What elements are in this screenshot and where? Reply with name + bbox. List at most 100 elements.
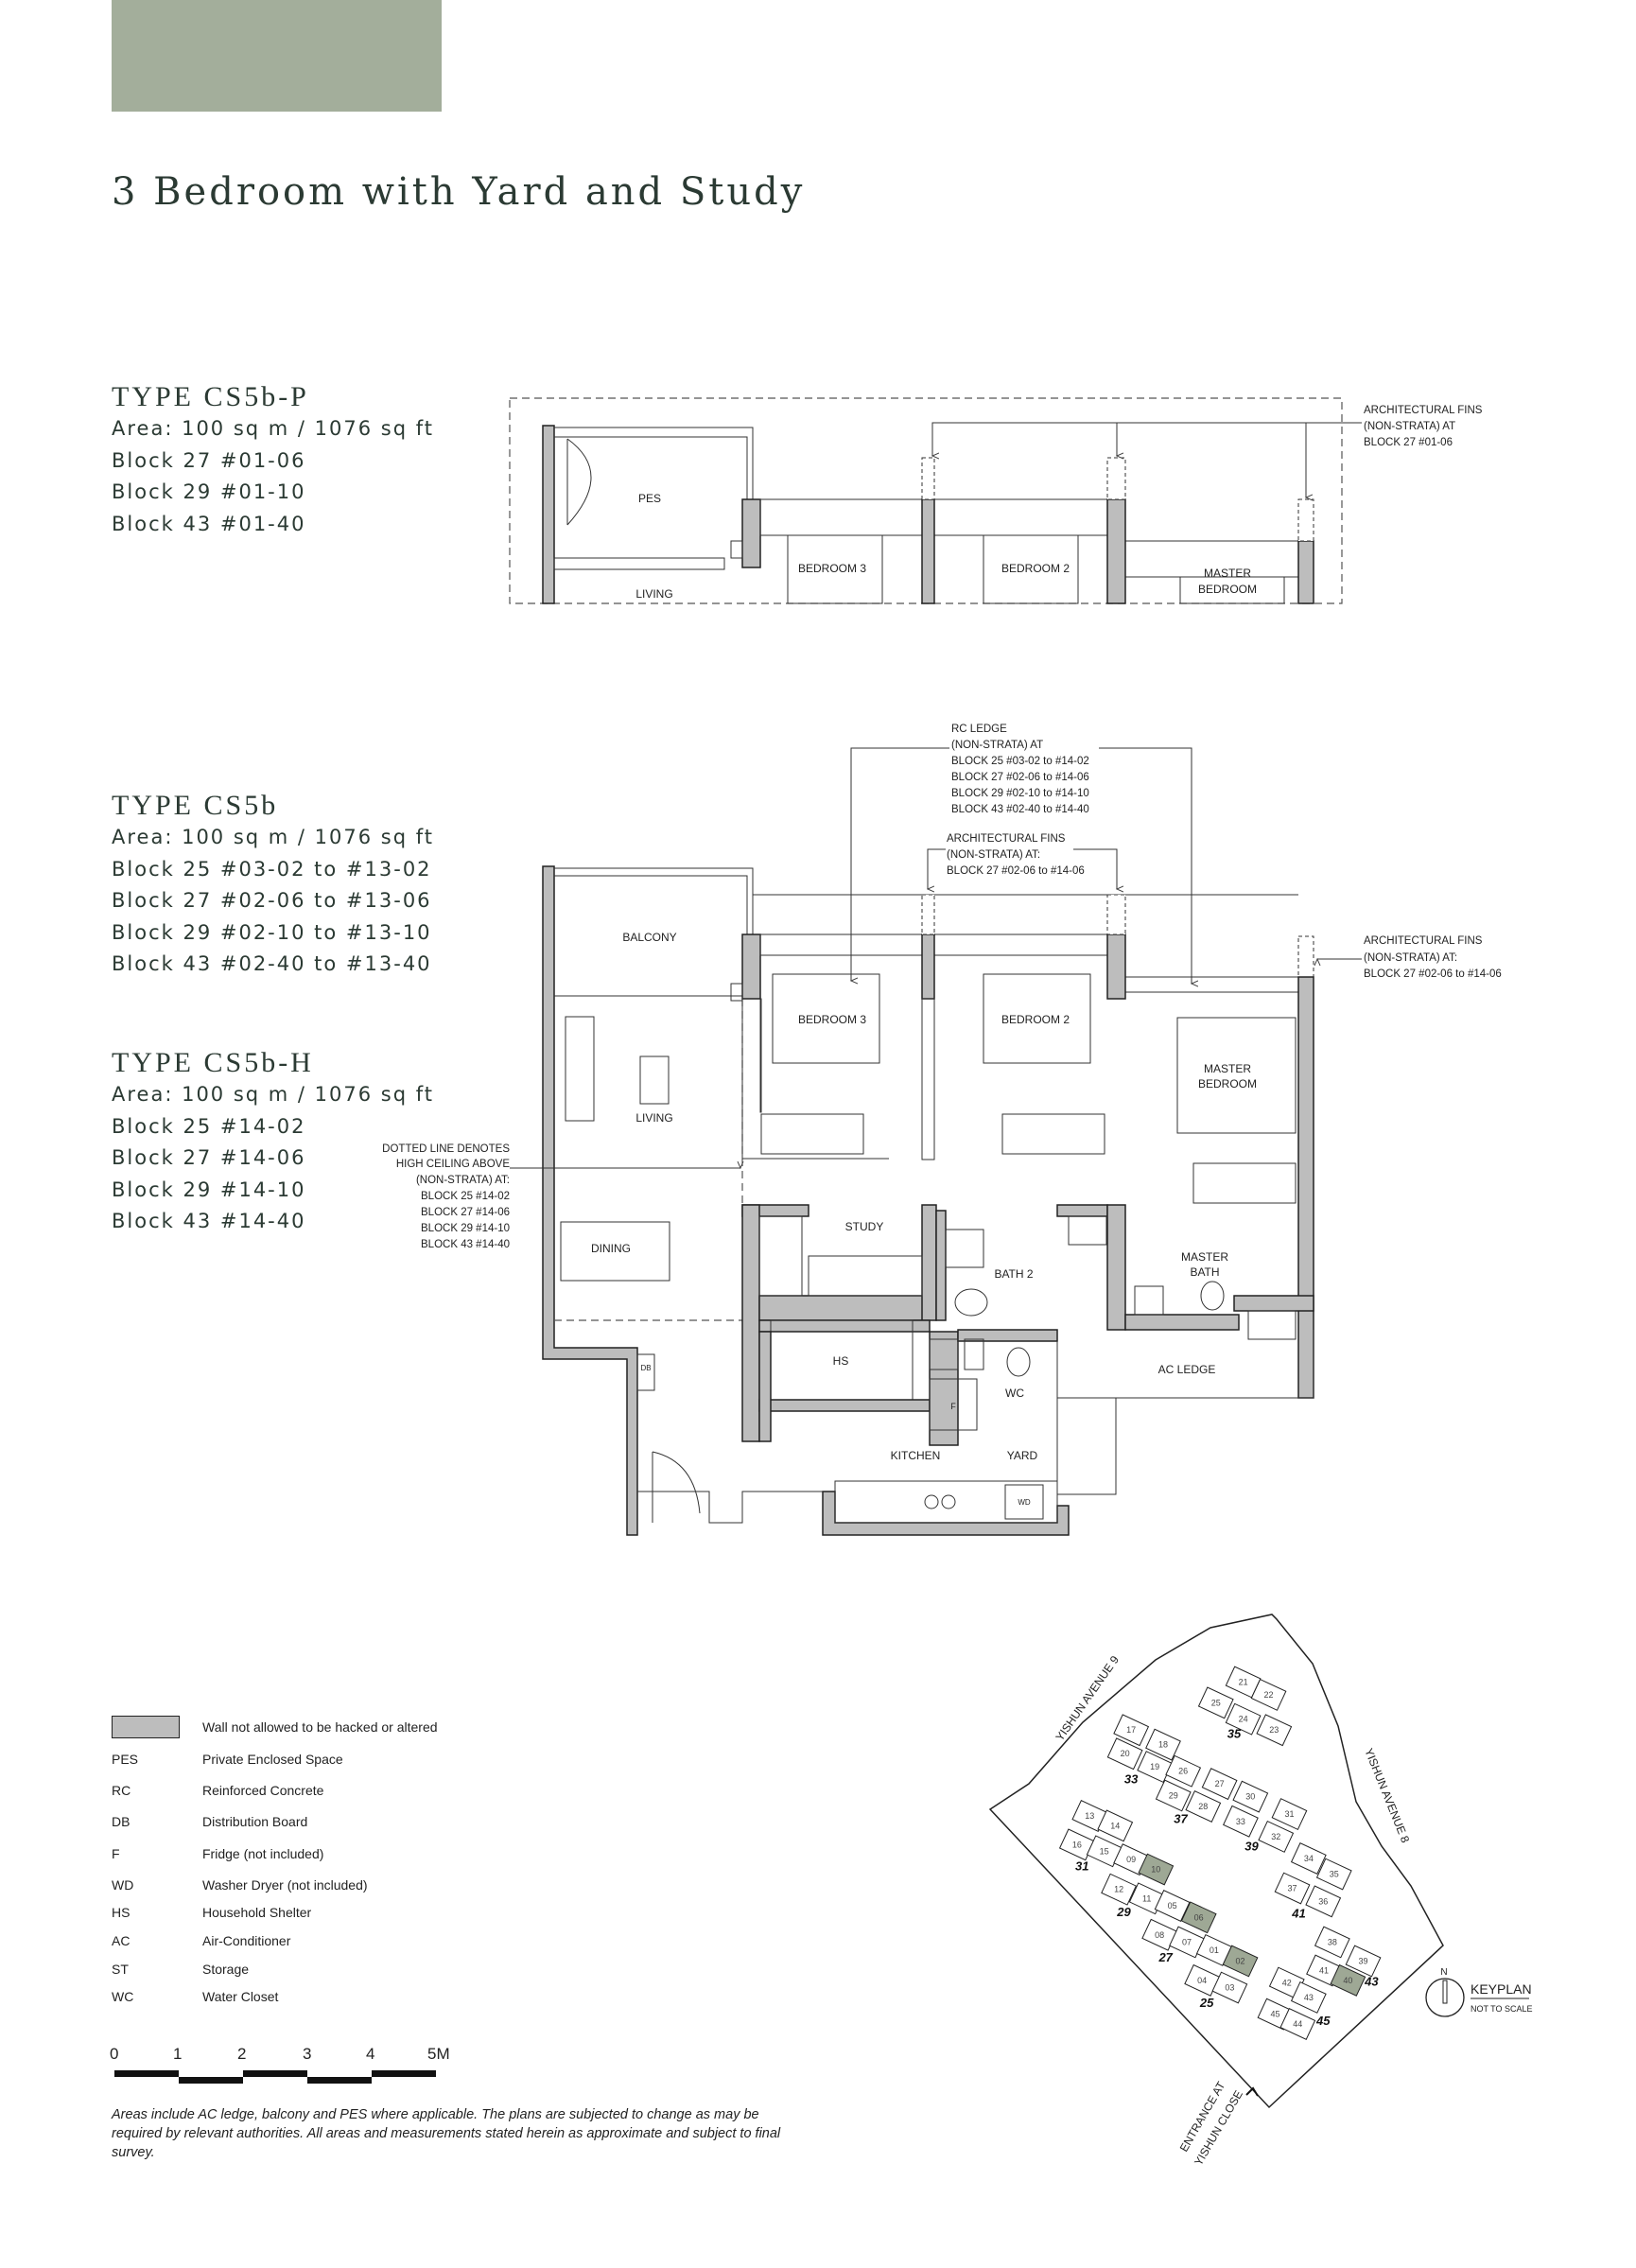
unit-footprint [1290,1980,1327,2014]
wall [929,1331,959,1446]
kitchen-counter [834,1480,1058,1524]
site-boundary [988,1614,1444,2109]
room-label-bath-2: BATH 2 [994,1267,1033,1281]
unit-type-block: Block 29 #14-10 [112,1178,306,1201]
scale-tick-label: 2 [237,2045,247,2063]
wardrobe [1001,1113,1105,1155]
legend-abbr: WC [112,1989,134,2004]
unit-number: 07 [1182,1937,1192,1946]
keyplan-subtitle: NOT TO SCALE [1471,2004,1533,2014]
unit-number: 11 [1142,1893,1151,1903]
unit-footprint [1232,1780,1269,1813]
unit-number: 01 [1210,1945,1219,1955]
note-line: DOTTED LINE DENOTES [382,1143,510,1155]
unit-number: 05 [1168,1901,1177,1910]
unit-type-area: Area: 100 sq m / 1076 sq ft [112,826,434,848]
unit-type-cs5b-p: TYPE CS5b-P Area: 100 sq m / 1076 sq ft … [112,381,434,540]
keyplan-unit: 26 [1165,1754,1202,1788]
wall [1297,540,1314,604]
room-label-bedroom-3: BEDROOM 3 [798,1013,866,1026]
unit-number: 10 [1151,1865,1160,1875]
legend-abbr: PES [112,1752,139,1767]
block-number: 27 [1157,1950,1173,1964]
scale-segment [179,2077,243,2084]
legend-desc: Household Shelter [202,1905,312,1920]
unit-number: 21 [1239,1677,1248,1686]
architectural-fin [1297,498,1314,542]
unit-type-block: Block 27 #01-06 [112,448,306,472]
keyplan-unit: 33 [1223,1805,1259,1838]
unit-number: 45 [1270,2010,1279,2019]
keyplan-unit: 05 [1154,1890,1191,1922]
unit-number: 20 [1121,1749,1130,1758]
unit-footprint [1305,1885,1342,1918]
block-number: 43 [1364,1975,1379,1989]
bed [983,534,1079,604]
unit-footprint [1106,1737,1143,1771]
basin [945,1229,984,1268]
scale-segment [114,2070,179,2077]
architectural-fin [1297,935,1314,978]
wall [542,865,638,1536]
unit-number: 39 [1359,1956,1368,1965]
note-line: (NON-STRATA) AT [951,740,1043,751]
keyplan-unit: 17 [1113,1714,1150,1747]
keyplan-unit: 22 [1250,1678,1287,1711]
block-number: 37 [1174,1812,1188,1826]
page-title: 3 Bedroom with Yard and Study [112,170,806,214]
bed [983,973,1091,1064]
legend-desc: Water Closet [202,1989,279,2004]
scale-tick-label: 4 [366,2045,375,2063]
unit-footprint [1225,1702,1262,1736]
room-label-master-bedroom: BEDROOM [1198,583,1257,596]
unit-type-title: TYPE CS5b-P [112,381,309,412]
wall [741,498,761,568]
keyplan-unit: 25 [1197,1686,1234,1719]
note-line: BLOCK 27 #02-06 to #14-06 [947,865,1085,877]
high-ceiling-note: DOTTED LINE DENOTES HIGH CEILING ABOVE (… [382,1143,510,1250]
keyplan-unit: 29 [1155,1779,1192,1812]
unit-type-area: Area: 100 sq m / 1076 sq ft [112,1083,434,1106]
legend-desc: Wall not allowed to be hacked or altered [202,1719,438,1735]
room-label-ac-ledge: AC LEDGE [1158,1363,1216,1376]
road-label: YISHUN AVENUE 8 [1362,1747,1412,1845]
unit-footprint [1274,1872,1311,1905]
wall [935,1210,947,1321]
unit-type-block: Block 43 #02-40 to #13-40 [112,952,432,975]
unit-number: 19 [1150,1762,1159,1771]
unit-footprint [1315,1858,1352,1891]
unit-number: 15 [1100,1846,1109,1856]
bed [1179,576,1285,604]
unit-footprint [1165,1754,1202,1788]
unit-type-block: Block 29 #02-10 to #13-10 [112,920,432,944]
legend-desc: Air-Conditioner [202,1933,291,1948]
unit-type-block: Block 25 #03-02 to #13-02 [112,857,432,881]
bed [772,973,880,1064]
unit-type-cs5b: TYPE CS5b Area: 100 sq m / 1076 sq ft Bl… [112,790,434,981]
unit-number: 30 [1245,1792,1255,1802]
room-label-bedroom-3: BEDROOM 3 [798,562,866,575]
note-line: ARCHITECTURAL FINS [947,833,1066,845]
coffee-table [639,1055,670,1105]
unit-number: 23 [1269,1725,1279,1735]
keyplan-unit-highlighted: 02 [1222,1945,1259,1978]
note-line: HIGH CEILING ABOVE [396,1159,510,1170]
note-line: BLOCK 27 #02-06 to #14-06 [1364,968,1502,980]
bed [1176,1017,1297,1134]
room-label-living: LIVING [635,587,672,601]
leader-line [1073,848,1117,889]
unit-type-block: Block 27 #02-06 to #13-06 [112,889,432,912]
architectural-fin [1106,894,1126,935]
wall [1106,1204,1126,1331]
wall [822,1491,1070,1536]
column [730,540,743,559]
unit-footprint [1185,1790,1222,1823]
wardrobe [1192,1162,1297,1204]
room-label-kitchen: KITCHEN [891,1449,941,1462]
leader-line [1099,747,1192,984]
leader-line [928,848,946,889]
unit-number: 28 [1198,1802,1208,1811]
keyplan-unit: 12 [1101,1873,1137,1906]
unit-type-block: Block 43 #01-40 [112,512,306,535]
